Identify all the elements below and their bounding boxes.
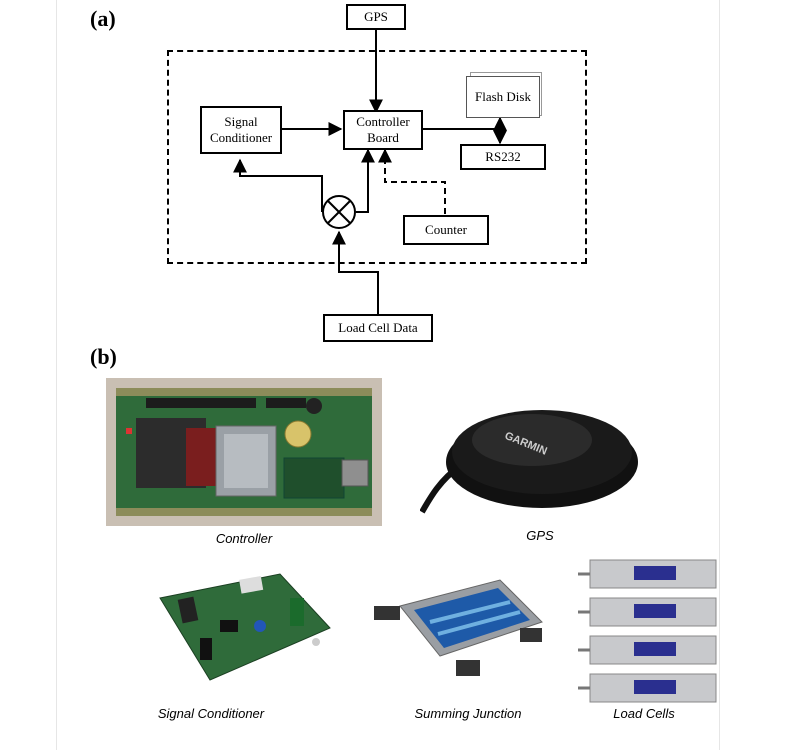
controller-board-illustration: [116, 388, 372, 516]
load-cell-1: [578, 559, 717, 589]
counter-label: Counter: [425, 222, 467, 237]
load-cells-caption: Load Cells: [613, 706, 675, 721]
signal-conditioner-caption: Signal Conditioner: [157, 706, 265, 721]
controller-photo: [106, 378, 382, 526]
figure-frame: [56, 0, 720, 750]
signal-conditioner-photo: [140, 568, 336, 684]
signal-conditioner-label-1: Signal: [224, 114, 258, 129]
controller-board-label-2: Board: [367, 130, 399, 145]
controller-caption: Controller: [215, 531, 273, 546]
rs232-block: RS232: [460, 144, 546, 170]
flash-disk-block: Flash Disk: [466, 76, 540, 118]
gps-block: GPS: [346, 4, 406, 30]
summing-junction-photo: [370, 566, 550, 690]
controller-board-block: Controller Board: [343, 110, 423, 150]
panel-b-label: (b): [90, 344, 117, 369]
load-cell-2: [578, 597, 717, 627]
controller-board-label-1: Controller: [356, 114, 410, 129]
gps-block-label: GPS: [364, 9, 388, 24]
signal-conditioner-label-2: Conditioner: [209, 130, 273, 145]
load-cell-data-block: Load Cell Data: [323, 314, 433, 342]
load-cell-3: [578, 635, 717, 665]
load-cell-4: [578, 673, 717, 703]
load-cells-illustration: [578, 559, 717, 703]
gps-photo: GARMIN: [419, 388, 638, 514]
diagram-connections: [233, 30, 507, 314]
flash-disk-label: Flash Disk: [475, 89, 531, 104]
summing-node-symbol: [322, 195, 356, 229]
counter-to-controller-wire: [378, 148, 446, 214]
panel-a-label: (a): [90, 6, 116, 31]
counter-block: Counter: [403, 215, 489, 245]
summing-junction-illustration: [374, 579, 543, 676]
signal-conditioner-illustration: [159, 573, 331, 681]
load-cells-photo: [568, 556, 718, 704]
rs232-label: RS232: [485, 149, 521, 164]
gps-caption: GPS: [526, 528, 554, 543]
summing-junction-caption: Summing Junction: [414, 706, 522, 721]
summer-to-conditioner-wire: [233, 158, 323, 212]
loadcell-to-summer-wire: [332, 230, 379, 314]
load-cell-data-label: Load Cell Data: [338, 320, 418, 335]
controller-to-flash-wire: [423, 116, 507, 131]
summer-to-controller-wire: [356, 148, 375, 213]
gps-antenna-illustration: GARMIN: [419, 410, 638, 514]
signal-conditioner-block: Signal Conditioner: [200, 106, 282, 154]
